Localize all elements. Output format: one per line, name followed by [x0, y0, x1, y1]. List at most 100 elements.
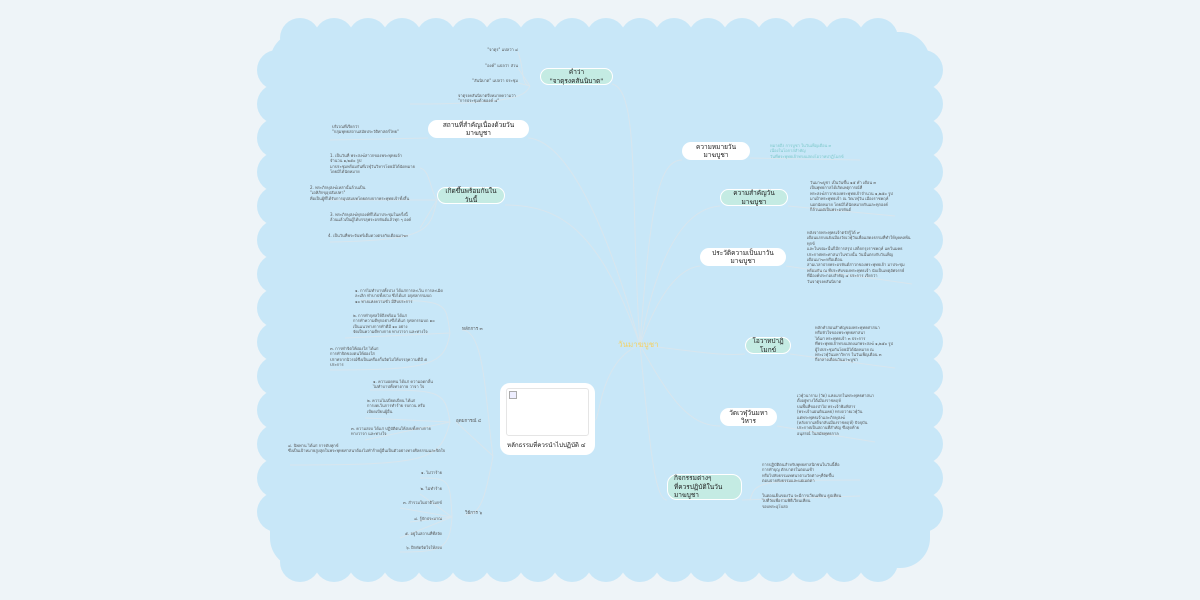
- cloud-edge: [824, 18, 864, 58]
- leaf-place-1: บริเวณที่เรียกว่า "กลุ่มพุทธสถานสมัยประว…: [332, 124, 399, 135]
- cloud-edge: [756, 18, 796, 58]
- cloud-edge: [348, 542, 388, 582]
- cloud-edge: [903, 356, 943, 396]
- principles-title: หลักธรรมที่ควรนำไปปฏิบัติ ๔: [507, 442, 586, 449]
- leaf-events-1: 1. เป็นวันที่ พระสงฆ์สาวกของพระพุทธเจ้า …: [330, 153, 415, 175]
- group3-item-4: ๔. รู้จักประมาณ: [414, 516, 442, 521]
- cloud-edge: [903, 424, 943, 464]
- leaf-meaning-1: หมายถึง การบูชา ในวันเพ็ญเดือน ๓ เนื่องใ…: [770, 143, 844, 159]
- cloud-edge: [257, 492, 297, 532]
- node-events[interactable]: เกิดขึ้นพร้อมกันในวันนี้: [437, 187, 505, 204]
- cloud-edge: [903, 492, 943, 532]
- group-label-principles[interactable]: หลักการ ๓: [462, 327, 483, 332]
- group3-item-1: ๑. ไม่ว่าร้าย: [421, 470, 442, 475]
- node-meaning[interactable]: ความหมายวันมาฆบูชา: [682, 142, 750, 160]
- cloud-edge: [903, 322, 943, 362]
- cloud-edge: [654, 18, 694, 58]
- cloud-edge: [790, 18, 830, 58]
- cloud-edge: [688, 18, 728, 58]
- cloud-edge: [903, 50, 943, 90]
- cloud-edge: [257, 288, 297, 328]
- cloud-edge: [688, 542, 728, 582]
- leaf-jaturong-4: จาตุรงคสันนิบาตจึงหมายความว่า "การประชุม…: [458, 93, 516, 104]
- leaf-history-1: หลังจากพระพุทธเจ้าตรัสรู้ได้ ๙ เดือนแรกบ…: [807, 230, 911, 284]
- cloud-edge: [586, 542, 626, 582]
- cloud-edge: [257, 84, 297, 124]
- cloud-edge: [257, 424, 297, 464]
- cloud-edge: [382, 18, 422, 58]
- principles-card[interactable]: หลักธรรมที่ควรนำไปปฏิบัติ ๔: [500, 383, 595, 455]
- group1-item-2: ๒. การทำกุศลให้ถึงพร้อม ได้แก่ การทำความ…: [353, 313, 435, 335]
- group2-item-3: ๓. ความสงบ ได้แก่ ปฏิบัติตนให้สงบทั้งทาง…: [351, 426, 431, 437]
- cloud-edge: [257, 356, 297, 396]
- cloud-edge: [257, 254, 297, 294]
- cloud-edge: [903, 118, 943, 158]
- cloud-edge: [858, 542, 898, 582]
- group1-item-1: ๑. การไม่ทำบาปทั้งปวง ได้แก่การละเว้น กา…: [355, 288, 444, 304]
- cloud-edge: [257, 152, 297, 192]
- cloud-edge: [280, 542, 320, 582]
- group-label-ideals[interactable]: อุดมการณ์ ๔: [456, 419, 482, 424]
- cloud-edge: [903, 288, 943, 328]
- cloud-edge: [314, 542, 354, 582]
- cloud-edge: [824, 542, 864, 582]
- group2-item-4: ๔. นิพพาน ได้แก่ การดับทุกข์ ซึ่งเป็นเป้…: [288, 443, 446, 454]
- leaf-jaturong-3: "สันนิบาต" แปลว่า ประชุม: [472, 78, 518, 83]
- group2-item-2: ๒. ความไม่เบียดเบียน ได้แก่ การงดเว้นการ…: [367, 398, 425, 414]
- cloud-edge: [903, 220, 943, 260]
- cloud-edge: [722, 542, 762, 582]
- node-place[interactable]: สถานที่สำคัญเนื่องด้วยวันมาฆบูชา: [428, 120, 529, 138]
- group-label-methods[interactable]: วิธีการ ๖: [465, 511, 483, 516]
- cloud-edge: [903, 254, 943, 294]
- cloud-edge: [450, 542, 490, 582]
- leaf-temple-1: เวฬุวนาราม (วัด) แห่งแรกในพระพุทธศาสนา ต…: [797, 393, 874, 436]
- cloud-edge: [257, 118, 297, 158]
- cloud-edge: [903, 152, 943, 192]
- cloud-edge: [790, 542, 830, 582]
- cloud-edge: [903, 186, 943, 226]
- node-importance[interactable]: ความสำคัญวันมาฆบูชา: [720, 189, 788, 206]
- cloud-edge: [348, 18, 388, 58]
- leaf-jaturong-2: "องค์" แปลว่า ส่วน: [485, 63, 518, 68]
- group3-item-5: ๕. อยู่ในสถานที่ที่สงัด: [404, 531, 442, 536]
- node-jaturong[interactable]: คำว่า "จาตุรงคสันนิบาต": [540, 68, 613, 85]
- cloud-edge: [257, 186, 297, 226]
- group2-item-1: ๑. ความอดทน ได้แก่ ความอดกลั้น ไม่ทำบาปท…: [373, 379, 433, 390]
- group3-item-3: ๓. สำรวมในปาติโมกข์: [402, 500, 442, 505]
- leaf-ovada-1: หลักคำสอนสำคัญของพระพุทธศาสนา หรือหัวใจข…: [815, 325, 893, 363]
- cloud-edge: [280, 18, 320, 58]
- group3-item-6: ๖. ฝึกหัดจิตใจให้สงบ: [406, 545, 442, 550]
- node-activities[interactable]: กิจกรรมต่างๆ ที่ควรปฏิบัติในวันมาฆบูชา: [667, 474, 742, 500]
- cloud-edge: [858, 18, 898, 58]
- cloud-edge: [552, 542, 592, 582]
- cloud-edge: [314, 18, 354, 58]
- leaf-activities-1: การปฏิบัติตนสำหรับพุทธศาสนิกชนในวันนี้คื…: [762, 462, 840, 484]
- node-history[interactable]: ประวัติความเป็นมาวันมาฆบูชา: [700, 248, 786, 266]
- cloud-edge: [552, 18, 592, 58]
- cloud-edge: [903, 390, 943, 430]
- cloud-edge: [257, 322, 297, 362]
- node-ovada[interactable]: โอวาทปาฏิโมกข์: [745, 337, 791, 354]
- leaf-events-4: 4. เป็นวันที่พระจันทร์เต็มดวงตรงกับเดือน…: [328, 233, 409, 238]
- central-topic[interactable]: วันมาฆบูชา: [618, 340, 659, 349]
- cloud-edge: [257, 390, 297, 430]
- node-temple[interactable]: วัดเวฬุวันมหาวิหาร: [720, 408, 777, 426]
- group3-item-2: ๒. ไม่ทำร้าย: [420, 486, 442, 491]
- leaf-activities-2: ในตอนเย็นของวัน จะมีการเวียนเทียน ธูปเที…: [762, 493, 842, 509]
- leaf-events-2: 2. พระภิกษุสงฆ์เหล่านั้นล้วนเป็น "เอหิภิ…: [310, 185, 410, 201]
- cloud-edge: [654, 542, 694, 582]
- cloud-edge: [756, 542, 796, 582]
- cloud-edge: [518, 542, 558, 582]
- cloud-edge: [903, 458, 943, 498]
- cloud-edge: [484, 542, 524, 582]
- cloud-edge: [903, 84, 943, 124]
- leaf-jaturong-1: "จาตุร" แปลว่า ๔: [487, 47, 518, 52]
- leaf-events-3: 3. พระภิกษุสงฆ์ทุกองค์ที่ได้มาประชุมในคร…: [330, 212, 412, 223]
- cloud-edge: [518, 18, 558, 58]
- cloud-edge: [484, 18, 524, 58]
- cloud-edge: [382, 542, 422, 582]
- broken-image-icon: [506, 388, 589, 436]
- leaf-importance-1: วันมาฆบูชา เป็นวันขึ้น ๑๕ ค่ำ เดือน ๓ เป…: [810, 180, 893, 212]
- cloud-edge: [257, 220, 297, 260]
- cloud-edge: [620, 542, 660, 582]
